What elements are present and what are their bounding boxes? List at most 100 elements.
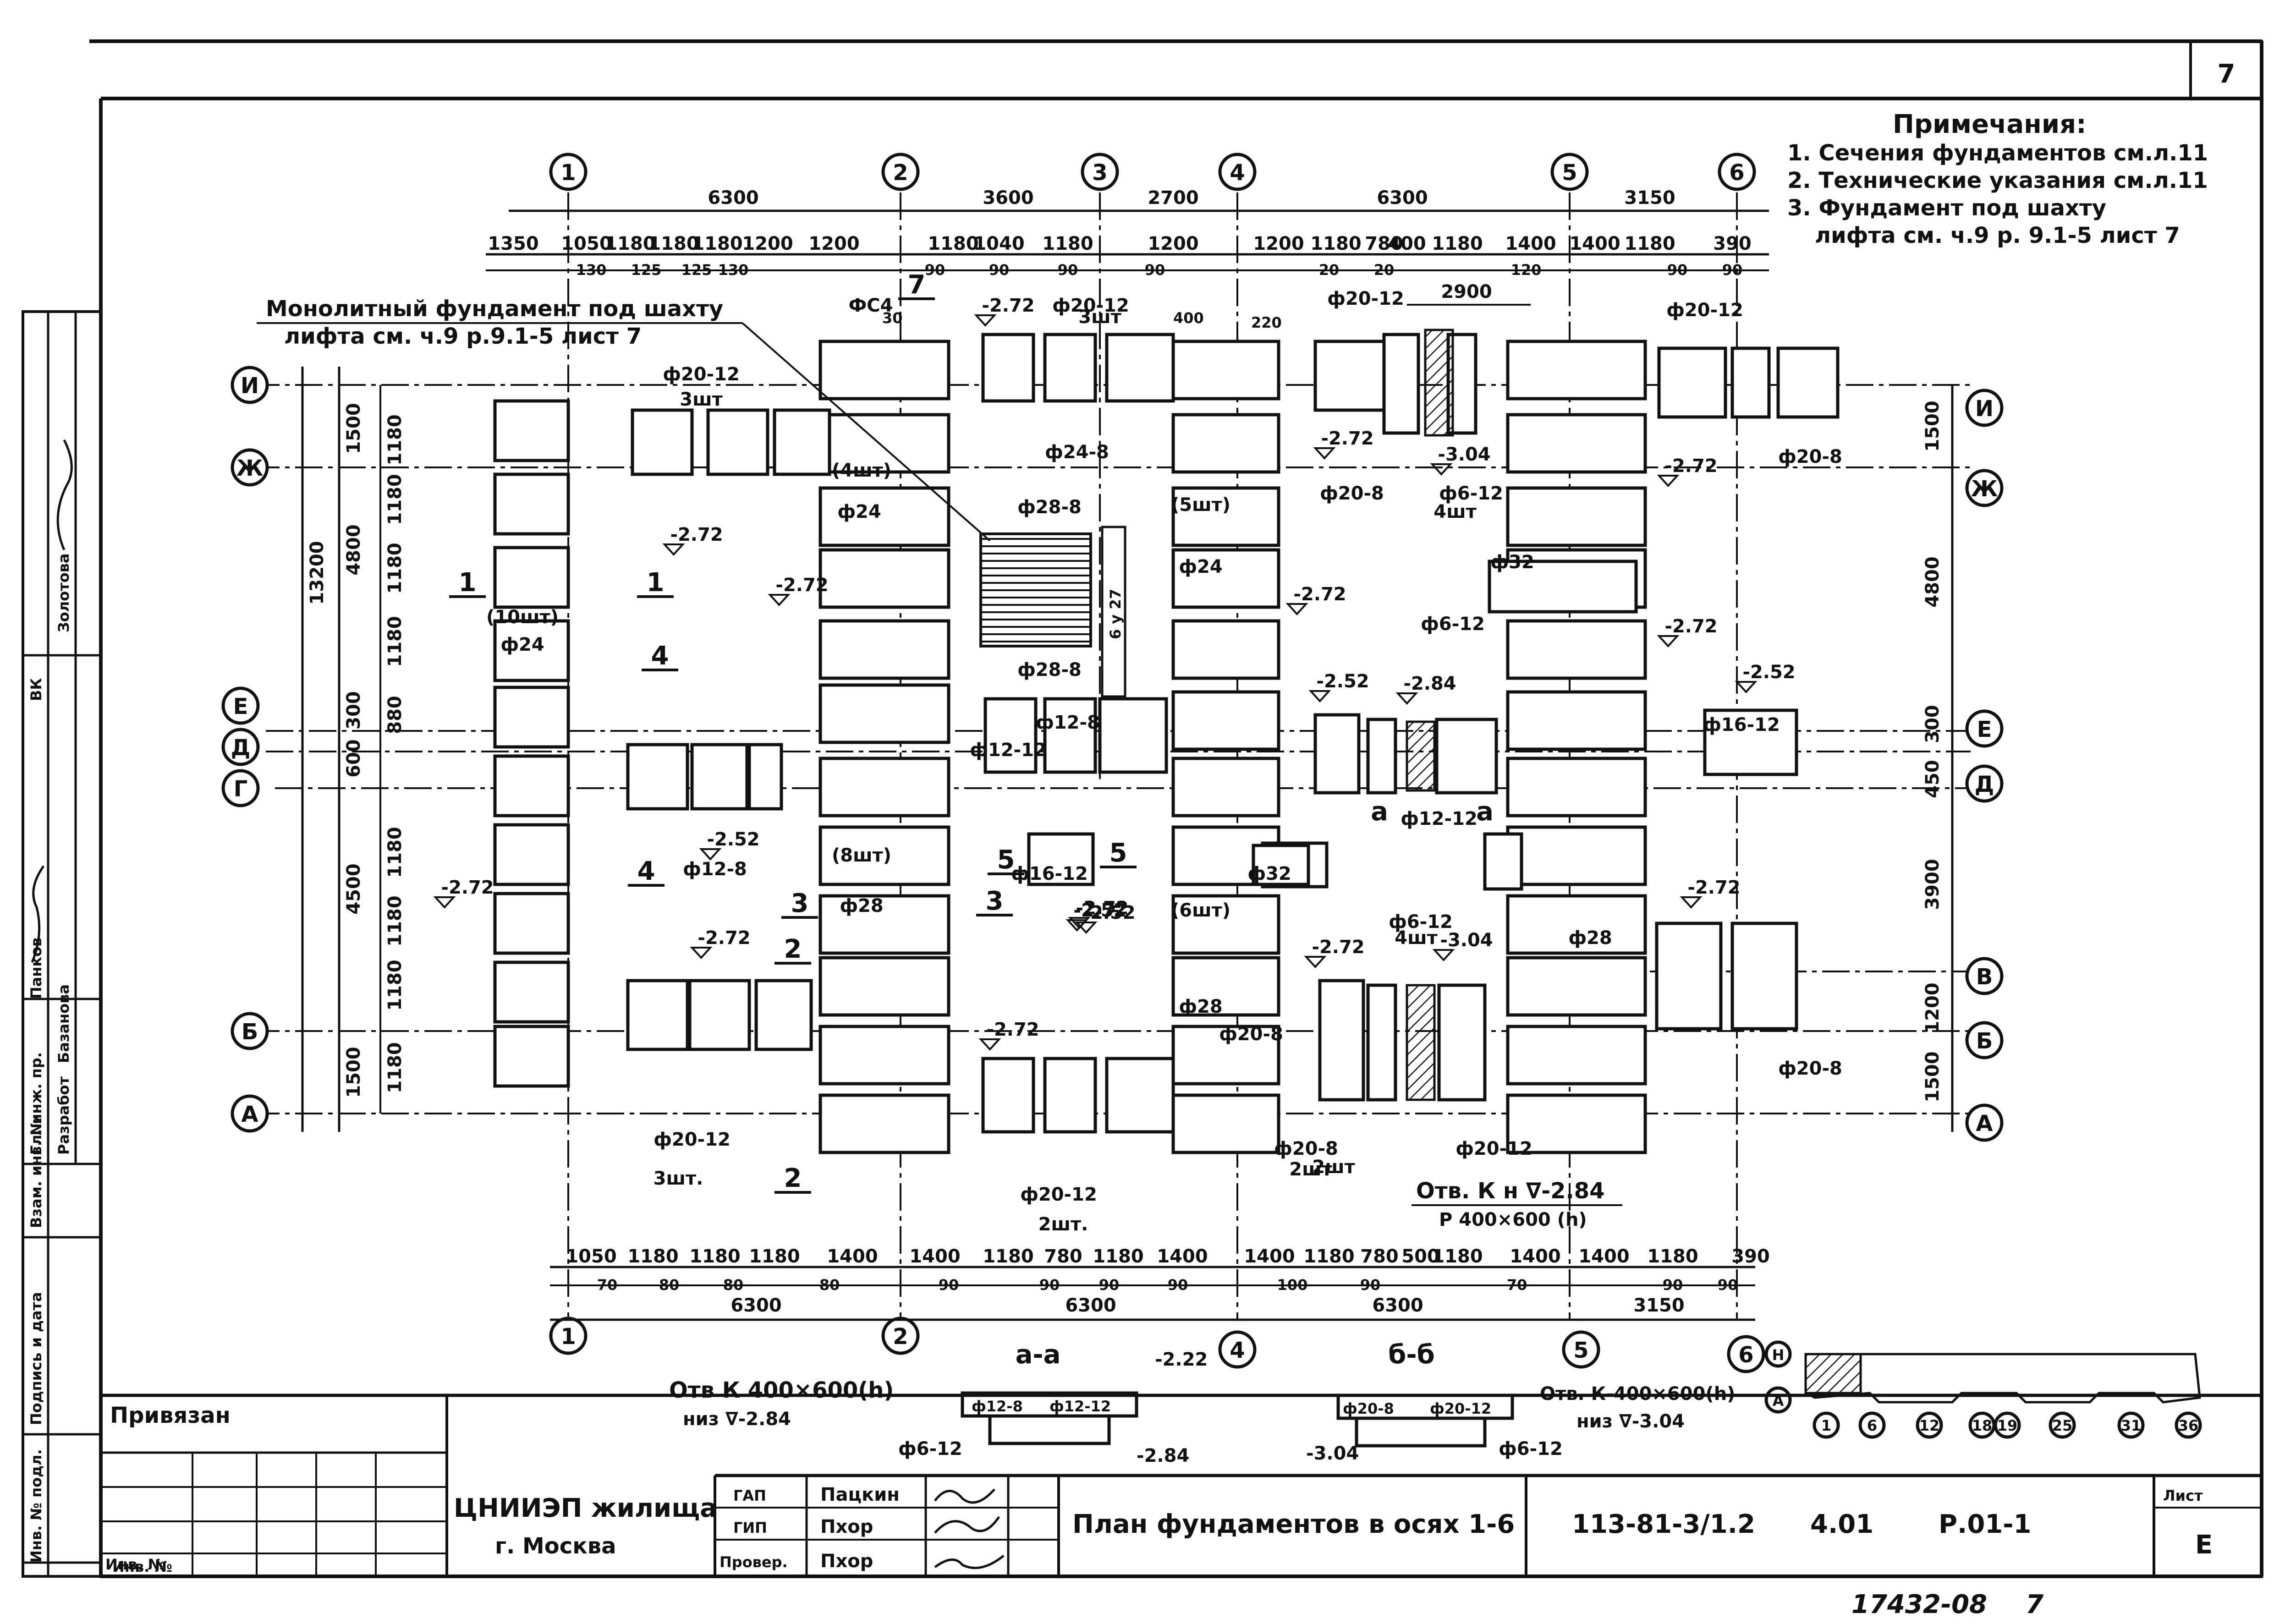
top-dim-row2: 1180 xyxy=(1042,233,1093,254)
rebar-label: ф24 xyxy=(837,501,881,522)
foundation-block xyxy=(1171,894,1280,955)
axis-col-top-4: 4 xyxy=(1230,160,1245,186)
foundation-block xyxy=(818,619,950,680)
level-marker xyxy=(1066,919,1088,932)
section-mark: 2 xyxy=(784,1163,802,1193)
section-bb-label-2: ф20-12 xyxy=(1430,1400,1491,1417)
left-dim-inner: 1180 xyxy=(384,414,406,465)
level-mark: -2.52 xyxy=(707,829,759,850)
key-col-axis-label: 19 xyxy=(1997,1417,2018,1434)
foundation-block xyxy=(754,979,813,1051)
footer-number: 17432-08 xyxy=(1851,1590,1987,1619)
section-cut-mark: а xyxy=(1476,797,1494,827)
bottom-dim-row1: 1180 xyxy=(749,1246,800,1267)
foundation-block xyxy=(1171,1093,1280,1154)
rebar-label: ф20-8 xyxy=(1778,1058,1842,1079)
top-span-5: 3150 xyxy=(1624,187,1675,208)
level-mark: -2.72 xyxy=(670,524,723,545)
key-col-axis-bubble xyxy=(2117,1411,2145,1439)
level-marker xyxy=(1735,681,1758,693)
bottom-dim-row1: 1180 xyxy=(627,1246,678,1267)
rebar-label: ф20-8 xyxy=(1778,446,1842,467)
rebar-label: ф28-8 xyxy=(1017,659,1082,680)
foundation-block xyxy=(1483,832,1523,891)
foundation-block xyxy=(981,1057,1035,1134)
bottom-dim-row2: 70 xyxy=(1507,1276,1527,1294)
foundation-block xyxy=(493,686,570,749)
foundation-block xyxy=(1252,844,1310,886)
foundation-block xyxy=(1366,983,1397,1102)
axis-col-top-5: 5 xyxy=(1562,160,1577,186)
foundation-block xyxy=(1703,708,1798,776)
top-span-4: 6300 xyxy=(1377,187,1428,208)
foundation-block xyxy=(1506,825,1647,886)
top-dim-row3: 125 xyxy=(681,261,712,279)
key-col-axis-label: 12 xyxy=(1919,1417,1940,1434)
monolith-note-2: лифта см. ч.9 р.9.1-5 лист 7 xyxy=(284,324,642,349)
foundation-block xyxy=(1171,956,1280,1017)
level-marker xyxy=(1395,692,1418,705)
foundation-blocks xyxy=(493,333,1840,1154)
bottom-dim-row2: 80 xyxy=(659,1276,680,1294)
bottom-dim-row1: 500 xyxy=(1401,1246,1440,1267)
top-dim-row2: 1200 xyxy=(1253,233,1304,254)
foundation-block xyxy=(690,743,749,811)
foundation-block xyxy=(818,757,950,817)
level-mark: -2.72 xyxy=(775,575,828,596)
level-mark: -2.72 xyxy=(698,927,750,949)
rebar-label: 2шт. xyxy=(1038,1214,1088,1235)
right-dim: 1500 xyxy=(1922,1051,1943,1102)
foundation-block xyxy=(818,825,950,886)
top-span-1: 6300 xyxy=(708,187,758,208)
left-dim-inner: 1180 xyxy=(384,827,406,878)
opening-note-line2: Р 400×600 (h) xyxy=(1439,1209,1587,1230)
level-mark: -2.52 xyxy=(1742,662,1795,683)
top-extra-30: 30 xyxy=(882,309,903,327)
level-marker xyxy=(1075,922,1098,934)
key-col-axis-label: 6 xyxy=(1867,1417,1877,1434)
row-axis-bubbles-left: И Ж Е Д Г Б А xyxy=(221,366,269,1133)
foundation-block xyxy=(626,979,689,1051)
rebar-label: ф28 xyxy=(840,895,883,916)
org-name-line2: г. Москва xyxy=(495,1533,616,1559)
foundation-block xyxy=(631,408,694,476)
axis-row-right-I: И xyxy=(1975,396,1994,422)
top-dim-row2: 1200 xyxy=(742,233,793,254)
foundation-block xyxy=(1506,757,1647,817)
key-plan-hatched-section xyxy=(1804,1353,1862,1394)
foundation-block xyxy=(818,683,950,744)
top-extra-220: 220 xyxy=(1251,314,1282,331)
bottom-dim-row2: 90 xyxy=(1718,1276,1738,1294)
foundation-block xyxy=(493,892,570,955)
top-span-2: 3600 xyxy=(983,187,1033,208)
axis-row-right-B: Б xyxy=(1976,1028,1993,1054)
axis-col-top-3: 3 xyxy=(1092,160,1107,186)
drawing-part: 4.01 xyxy=(1810,1509,1873,1539)
rebar-label: ф28-8 xyxy=(1017,497,1082,518)
bottom-dim-row2: 100 xyxy=(1277,1276,1308,1294)
key-col-axis-label: 36 xyxy=(2178,1417,2199,1434)
rebar-label: ф24-8 xyxy=(1045,442,1109,463)
privyazan-label: Привязан xyxy=(110,1403,231,1428)
foundation-block xyxy=(1506,1025,1647,1086)
name-packin: Пацкин xyxy=(820,1484,900,1505)
foundation-block xyxy=(626,743,689,811)
top-dim-row3: 125 xyxy=(631,261,662,279)
axis-row-right-V: В xyxy=(1976,964,1993,990)
stamp-inv-podl: Инв. № подл. xyxy=(27,1449,45,1563)
key-axis-N: Н xyxy=(1772,1346,1785,1364)
bottom-dim-row1: 1400 xyxy=(1510,1246,1560,1267)
top-dim-row2: 1180 xyxy=(604,233,655,254)
level-mark: -2.72 xyxy=(1664,616,1717,637)
stamp-podpis-data: Подпись и дата xyxy=(27,1292,45,1425)
bottom-dim-row2: 90 xyxy=(1099,1276,1120,1294)
axis-row-left-D: Д xyxy=(231,735,251,761)
rebar-label: 3шт xyxy=(1078,307,1121,328)
foundation-block xyxy=(1506,1093,1647,1154)
foundation-block xyxy=(818,548,950,609)
bottom-span-2: 6300 xyxy=(1065,1295,1116,1316)
